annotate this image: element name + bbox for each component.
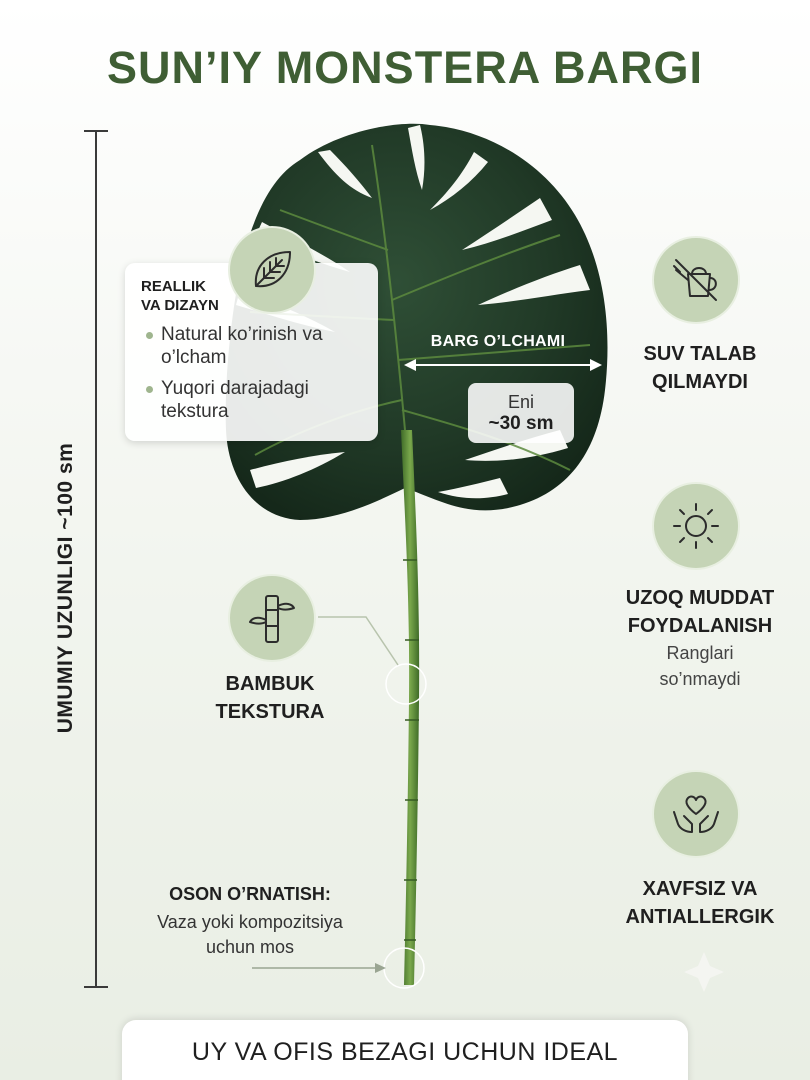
install-callout-circle — [383, 947, 425, 989]
stem-nodes — [403, 559, 419, 941]
install-subtitle: Vaza yoki kompozitsiya uchun mos — [157, 912, 343, 957]
length-measure-line — [95, 130, 97, 988]
length-measure-cap-top — [84, 130, 108, 132]
realism-list: Natural ko’rinish va o’lcham Yuqori dara… — [141, 323, 364, 423]
length-measure-cap-bottom — [84, 986, 108, 988]
durable-feature-subtitle: Ranglari so’nmaydi — [659, 643, 741, 689]
sparkle-decoration — [684, 952, 724, 992]
leaf-width-box: Eni ~30 sm — [468, 383, 574, 443]
realism-heading: REALLIK VA DIZAYN — [141, 278, 219, 314]
leaf-icon — [228, 226, 316, 314]
sun-icon — [652, 482, 740, 570]
leaf-width-caption: Eni — [507, 392, 534, 412]
bamboo-callout-line — [318, 616, 399, 666]
hands-heart-icon — [652, 770, 740, 858]
leaf-width-value: ~30 sm — [488, 413, 554, 434]
water-feature-title: SUV TALAB QILMAYDI — [643, 343, 757, 393]
bamboo-icon — [228, 574, 316, 662]
durable-feature-title: UZOQ MUDDAT FOYDALANISH — [625, 587, 775, 637]
watering-can-crossed-icon — [652, 236, 740, 324]
leaf-width-arrow — [404, 359, 602, 371]
bamboo-callout-circle — [385, 663, 427, 705]
list-item: Natural ko’rinish va o’lcham — [141, 323, 364, 369]
bamboo-feature-title: BAMBUK TEKSTURA — [215, 673, 325, 723]
page-title: SUN’IY MONSTERA BARGI — [106, 42, 704, 93]
bottom-banner: UY VA OFIS BEZAGI UCHUN IDEAL — [122, 1020, 688, 1080]
safe-feature-title: XAVFSIZ VA ANTIALLERGIK — [625, 878, 775, 928]
install-title: OSON O’RNATISH: — [169, 884, 331, 904]
list-item: Yuqori darajadagi tekstura — [141, 377, 364, 423]
leaf-size-label: BARG O’LCHAMI — [430, 333, 566, 350]
leaf-stem — [401, 430, 420, 985]
